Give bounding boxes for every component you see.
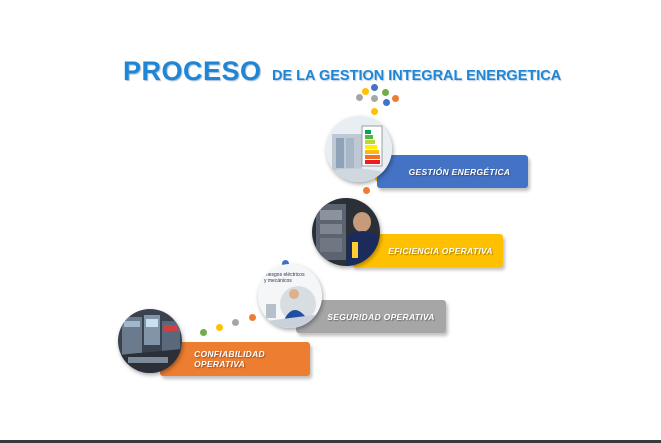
decor-dot [356, 94, 363, 101]
connector-dot [216, 324, 223, 331]
brochure-text-2: y mecánicos [264, 278, 292, 284]
decor-dot [362, 88, 369, 95]
decor-dot [371, 95, 378, 102]
safety-brochure-photo-icon: Riesgos eléctricos y mecánicos [258, 264, 322, 328]
step-gestion-energetica: GESTIÓN ENERGÉTICA [377, 155, 528, 188]
energy-rating-photo-icon [326, 116, 392, 182]
title-main: PROCESO [123, 56, 262, 86]
step-label-confiabilidad-line1: CONFIABILIDAD [194, 349, 265, 359]
decor-dot [382, 89, 389, 96]
connector-dot [232, 319, 239, 326]
control-room-photo-icon [118, 309, 182, 373]
decor-dot [392, 95, 399, 102]
step-seguridad-operativa: SEGURIDAD OPERATIVA [296, 300, 446, 333]
step-label-confiabilidad: CONFIABILIDAD OPERATIVA [194, 349, 265, 369]
diagram-title: PROCESO DE LA GESTION INTEGRAL ENERGETIC… [123, 56, 561, 87]
connector-dot [282, 260, 289, 267]
decor-dot [371, 108, 378, 115]
step-label-eficiencia: EFICIENCIA OPERATIVA [388, 245, 493, 256]
step-label-seguridad: SEGURIDAD OPERATIVA [327, 311, 435, 322]
technician-panel-photo-icon [312, 198, 380, 266]
connector-dot [363, 187, 370, 194]
step-label-gestion: GESTIÓN ENERGÉTICA [408, 166, 511, 177]
decor-dot [371, 84, 378, 91]
brochure-text-1: Riesgos eléctricos [264, 272, 305, 278]
bottom-border [0, 440, 661, 443]
step-confiabilidad-operativa: CONFIABILIDAD OPERATIVA [160, 342, 310, 376]
connector-dot [200, 329, 207, 336]
step-label-confiabilidad-line2: OPERATIVA [194, 359, 246, 369]
decor-dot [383, 99, 390, 106]
title-subtitle: DE LA GESTION INTEGRAL ENERGETICA [271, 68, 562, 84]
connector-dot [249, 314, 256, 321]
